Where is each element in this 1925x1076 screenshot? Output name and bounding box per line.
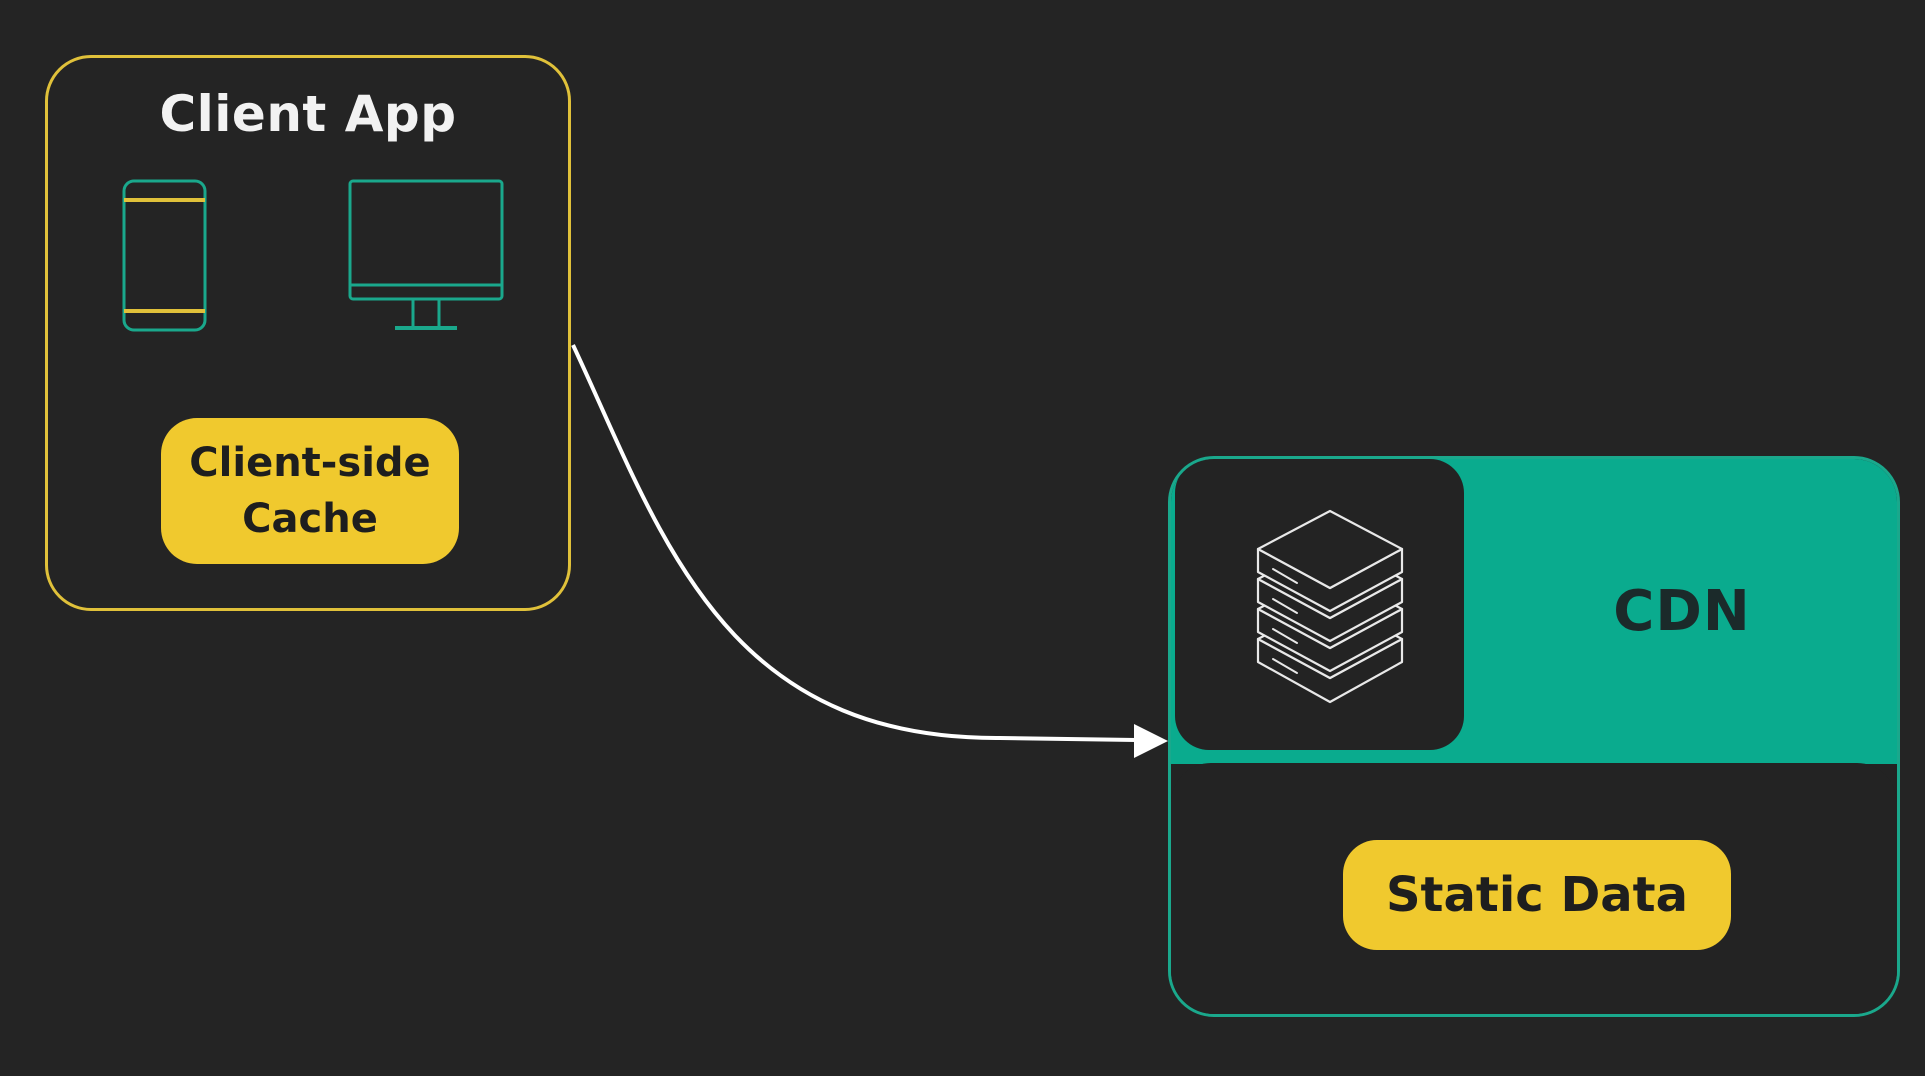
- client-app-box: [45, 55, 571, 611]
- phone-icon: [122, 179, 207, 332]
- client-side-cache: Client-side Cache: [161, 418, 459, 564]
- connector-path: [571, 344, 1137, 742]
- cdn-box: CDN Static Data: [1168, 456, 1900, 1017]
- static-data-pill: Static Data: [1343, 840, 1731, 950]
- cdn-label: CDN: [1613, 579, 1751, 644]
- server-tile: [1175, 459, 1464, 750]
- server-stack-icon: [1256, 509, 1404, 704]
- monitor-icon: [348, 179, 504, 330]
- client-app-title: Client App: [159, 85, 457, 143]
- arrow-head: [1134, 724, 1168, 758]
